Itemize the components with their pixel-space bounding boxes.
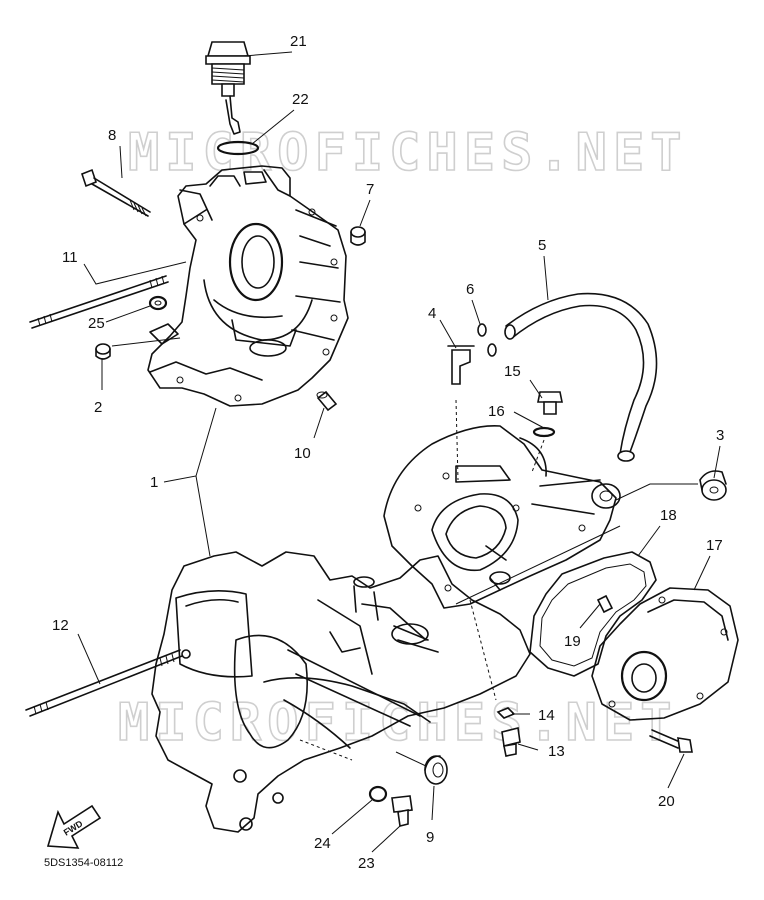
callout-1: 1 <box>150 474 158 491</box>
part-15-plug <box>537 391 563 415</box>
part-20-bolt <box>649 729 693 753</box>
fwd-arrow-icon: FWD <box>46 804 102 849</box>
transmission-cover <box>383 425 621 609</box>
callout-10: 10 <box>294 445 311 462</box>
part-6-clamp <box>477 323 497 357</box>
part-5-hose <box>504 292 658 462</box>
callout-labels: 1 2 3 4 5 6 7 8 9 10 11 12 13 14 15 16 1… <box>52 33 724 872</box>
part-25-washer <box>148 295 168 311</box>
callout-23: 23 <box>358 855 375 872</box>
callout-14: 14 <box>538 707 555 724</box>
callout-5: 5 <box>538 237 546 254</box>
part-2-dowel <box>95 343 111 360</box>
part-19-dowel-pin <box>596 594 614 614</box>
callout-21: 21 <box>290 33 307 50</box>
part-13-drain-bolt <box>501 727 521 757</box>
part-21-oil-filler-cap <box>205 41 251 135</box>
callout-20: 20 <box>658 793 675 810</box>
callout-16: 16 <box>488 403 505 420</box>
part-8-bolt <box>81 168 151 217</box>
callout-17: 17 <box>706 537 723 554</box>
callout-8: 8 <box>108 127 116 144</box>
part-24-washer <box>368 785 388 803</box>
crankcase-right-half <box>147 165 349 407</box>
callout-4: 4 <box>428 305 436 322</box>
callout-3: 3 <box>716 427 724 444</box>
part-23-bolt <box>391 795 413 827</box>
callout-25: 25 <box>88 315 105 332</box>
part-4-fitting <box>447 345 475 385</box>
part-16-o-ring <box>532 426 556 438</box>
part-3-bushing <box>699 470 727 501</box>
callout-19: 19 <box>564 633 581 650</box>
crankcase-left-half <box>151 551 531 833</box>
callout-9: 9 <box>426 829 434 846</box>
callout-2: 2 <box>94 399 102 416</box>
callout-13: 13 <box>548 743 565 760</box>
part-12-stud <box>25 649 183 717</box>
callout-6: 6 <box>466 281 474 298</box>
part-7-dowel-pin <box>350 226 366 246</box>
diagram-code: 5DS1354-08112 <box>44 857 123 869</box>
watermark-top: MICROFICHES.NET <box>128 123 688 183</box>
part-18-gasket <box>529 551 657 677</box>
part-10-dowel-pin <box>316 390 338 412</box>
leader-lines <box>77 51 721 853</box>
callout-24: 24 <box>314 835 331 852</box>
callout-12: 12 <box>52 617 69 634</box>
callout-18: 18 <box>660 507 677 524</box>
part-9-oil-seal <box>424 755 448 785</box>
part-11-stud <box>29 275 169 329</box>
callout-15: 15 <box>504 363 521 380</box>
callout-7: 7 <box>366 181 374 198</box>
part-22-o-ring <box>216 140 260 156</box>
part-17-cover <box>591 587 739 721</box>
callout-11: 11 <box>62 249 78 266</box>
callout-22: 22 <box>292 91 309 108</box>
